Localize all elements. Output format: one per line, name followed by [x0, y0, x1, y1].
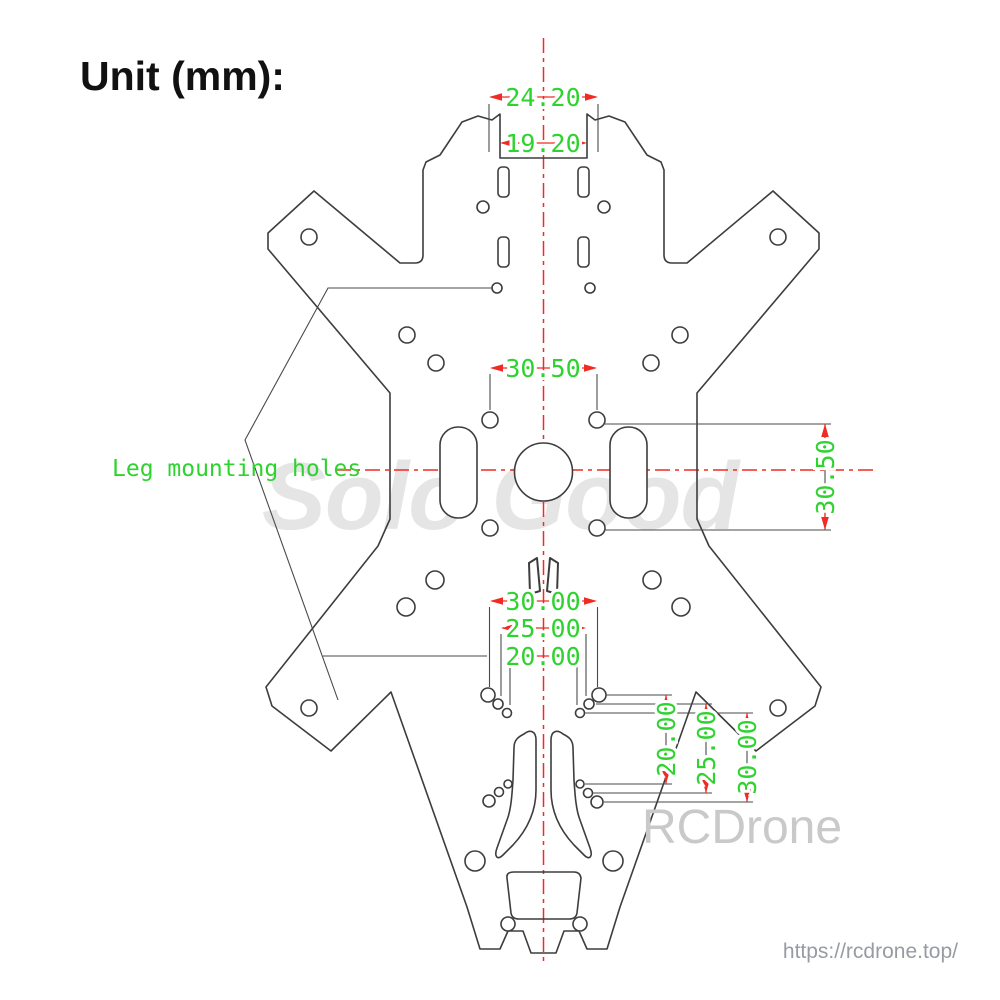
cluster-hole: [493, 786, 505, 798]
body-hole: [671, 597, 691, 617]
body-hole: [398, 326, 416, 344]
dimension-label-30-50-h: 30.50: [505, 354, 580, 383]
mount-hole: [481, 519, 499, 537]
tail-hole: [464, 850, 486, 872]
body-hole: [427, 354, 445, 372]
cluster-hole: [492, 698, 504, 710]
page-title: Unit (mm):: [80, 53, 285, 99]
cluster-hole: [582, 787, 594, 799]
wing-cutout: [528, 557, 541, 595]
side-slot: [439, 426, 478, 519]
blade-cutout: [495, 730, 537, 859]
body-hole: [642, 354, 660, 372]
head-slot: [577, 236, 590, 268]
cluster-hole: [482, 794, 496, 808]
dimension-label-25-00-h: 25.00: [505, 614, 580, 643]
mount-hole: [588, 411, 606, 429]
cluster-hole: [503, 779, 513, 789]
dimension-arrows: [489, 93, 829, 802]
body-hole: [396, 597, 416, 617]
plate-outline: [265, 113, 822, 954]
leg-holes-leader: [244, 287, 492, 701]
cluster-hole: [591, 687, 607, 703]
frame-plate-outline: [265, 113, 822, 954]
arm-hole: [300, 228, 318, 246]
cluster-hole: [583, 698, 595, 710]
labels: Unit (mm): Leg mounting holes 24.20 19.2…: [80, 53, 958, 963]
head-slot: [497, 166, 510, 198]
dimension-label-25-00-v: 25.00: [692, 710, 721, 785]
arm-hole: [769, 699, 787, 717]
cluster-hole: [590, 795, 604, 809]
watermark-rcdrone: RCDrone: [642, 801, 842, 854]
head-hole: [597, 200, 611, 214]
body-hole: [671, 326, 689, 344]
dimension-label-30-00-v: 30.00: [733, 719, 762, 794]
watermark-url: https://rcdrone.top/: [783, 940, 958, 963]
head-slot: [497, 236, 510, 268]
mount-hole: [588, 519, 606, 537]
extension-lines: [244, 104, 831, 803]
dimension-label-30-00-h: 30.00: [505, 587, 580, 616]
dimension-label-30-50-v: 30.50: [811, 439, 840, 514]
cluster-hole: [480, 687, 496, 703]
cluster-hole: [501, 707, 513, 719]
cluster-hole: [574, 707, 586, 719]
dimension-label-19-20: 19.20: [505, 129, 580, 158]
dimension-label-24-20: 24.20: [505, 83, 580, 112]
watermark-solo-good: Solo Good: [262, 443, 742, 550]
body-hole: [642, 570, 662, 590]
dimension-label-20-00-v: 20.00: [652, 701, 681, 776]
wing-cutout: [546, 557, 559, 595]
arm-hole: [300, 699, 318, 717]
leg-mounting-hole: [584, 282, 596, 294]
leg-mounting-hole: [491, 282, 503, 294]
body-hole: [425, 570, 445, 590]
centerlines: [336, 38, 876, 966]
cluster-hole: [575, 779, 585, 789]
mount-hole: [481, 411, 499, 429]
arm-hole: [769, 228, 787, 246]
side-slot: [609, 426, 648, 519]
watermarks: Solo Good: [262, 443, 743, 550]
tail-hole: [572, 916, 588, 932]
cutouts-and-holes: [300, 166, 787, 932]
dimension-label-20-00-h: 20.00: [505, 642, 580, 671]
tail-hole: [602, 850, 624, 872]
center-hole: [513, 442, 574, 502]
leg-mounting-holes-label: Leg mounting holes: [112, 456, 361, 482]
head-slot: [577, 166, 590, 198]
head-hole: [476, 200, 490, 214]
tail-slot: [506, 871, 582, 920]
tail-hole: [500, 916, 516, 932]
